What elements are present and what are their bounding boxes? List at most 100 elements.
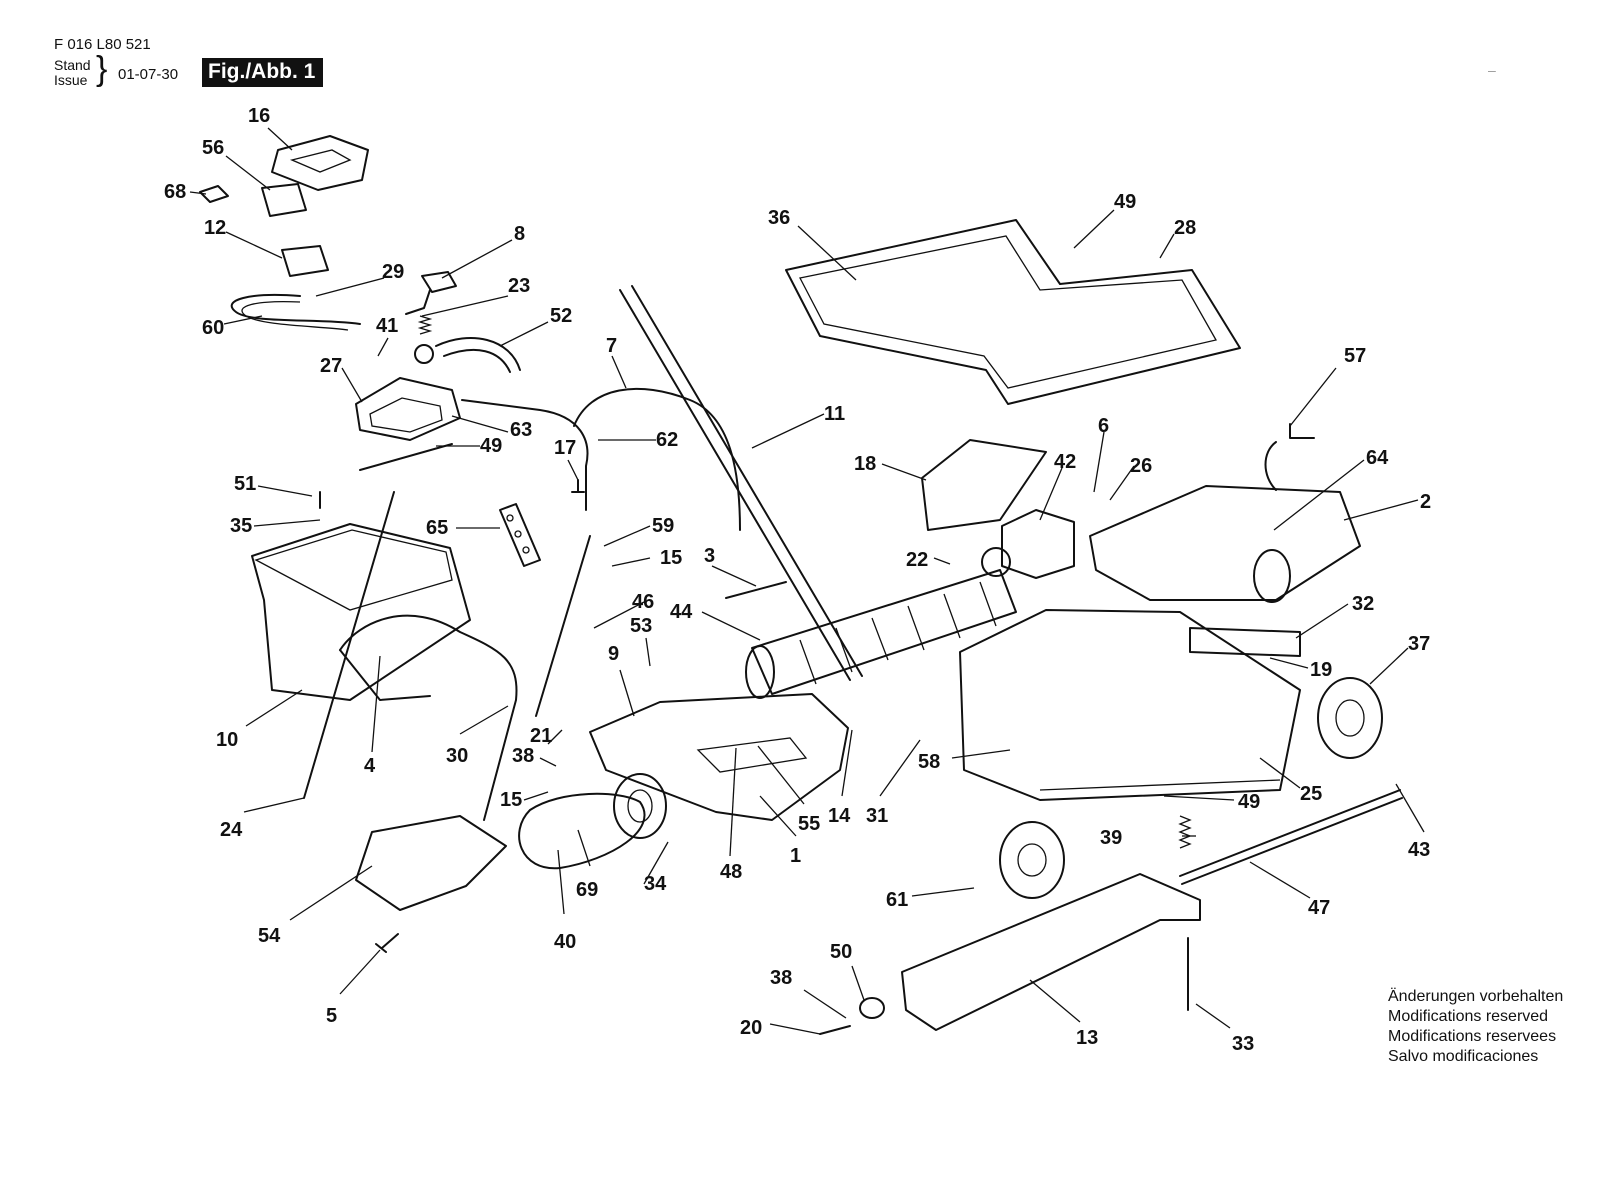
callout-60: 60 <box>202 317 224 339</box>
part-switch-holder <box>281 245 329 277</box>
part-motor <box>1001 509 1075 579</box>
callout-10: 10 <box>216 729 238 751</box>
part-plate <box>199 185 229 203</box>
callout-62: 62 <box>656 429 678 451</box>
callout-56: 56 <box>202 137 224 159</box>
callout-61: 61 <box>886 889 908 911</box>
part-outlines <box>199 135 1403 1035</box>
callout-53: 53 <box>630 615 652 637</box>
callout-20: 20 <box>740 1017 762 1039</box>
callout-37: 37 <box>1408 633 1430 655</box>
callout-1: 1 <box>790 845 801 867</box>
callout-29: 29 <box>382 261 404 283</box>
callout-16: 16 <box>248 105 270 127</box>
part-top-hood <box>785 219 1241 405</box>
part-upper-handle <box>461 399 589 511</box>
part-number: F 016 L80 521 <box>54 36 151 53</box>
part-spring-39 <box>1178 815 1192 849</box>
part-switch-cover <box>271 135 369 191</box>
callout-17: 17 <box>554 437 576 459</box>
part-lever <box>405 271 457 315</box>
callout-14: 14 <box>828 805 851 827</box>
callout-15-b: 15 <box>500 789 522 811</box>
note-en: Modifications reserved <box>1388 1008 1549 1025</box>
part-bracket <box>1264 441 1277 491</box>
callout-38-a: 38 <box>512 745 534 767</box>
part-pulley <box>613 773 667 839</box>
callout-25: 25 <box>1300 783 1322 805</box>
callout-26: 26 <box>1130 455 1152 477</box>
part-belt <box>518 792 646 870</box>
figure-label: Fig./Abb. 1 <box>202 58 324 87</box>
part-bail-lever <box>435 337 521 373</box>
callout-47: 47 <box>1308 897 1330 919</box>
callout-55: 55 <box>798 813 820 835</box>
callout-28: 28 <box>1174 217 1196 239</box>
part-screw-20 <box>819 1025 851 1035</box>
callout-7: 7 <box>606 335 617 357</box>
part-handle-housing <box>355 377 461 441</box>
callout-2: 2 <box>1420 491 1431 513</box>
callout-64: 64 <box>1366 447 1389 469</box>
callout-49-b: 49 <box>1114 191 1136 213</box>
part-grass-box <box>251 523 471 701</box>
callout-33: 33 <box>1232 1033 1254 1055</box>
callout-30: 30 <box>446 745 468 767</box>
callout-49-a: 49 <box>480 435 502 457</box>
callout-9: 9 <box>608 643 619 665</box>
callout-57: 57 <box>1344 345 1366 367</box>
issue-date: 01-07-30 <box>118 66 179 83</box>
callout-68: 68 <box>164 181 186 203</box>
callout-41: 41 <box>376 315 398 337</box>
part-control-cable <box>573 387 741 531</box>
callout-18: 18 <box>854 453 876 475</box>
callout-5: 5 <box>326 1005 337 1027</box>
callout-59-a: 59 <box>652 515 674 537</box>
corner-dash: – <box>1488 62 1496 78</box>
callout-32: 32 <box>1352 593 1374 615</box>
callout-13: 13 <box>1076 1027 1098 1049</box>
part-cable <box>230 293 361 325</box>
part-rear-flap <box>1189 627 1301 657</box>
callout-31: 31 <box>866 805 888 827</box>
part-switch <box>261 183 307 217</box>
callout-27: 27 <box>320 355 342 377</box>
callout-39: 39 <box>1100 827 1122 849</box>
callout-46: 46 <box>632 591 654 613</box>
note-es: Salvo modificaciones <box>1388 1048 1539 1065</box>
stand-label: Stand <box>54 57 91 73</box>
callout-8: 8 <box>514 223 525 245</box>
callout-40: 40 <box>554 931 576 953</box>
part-screw-17 <box>571 479 585 493</box>
callout-12: 12 <box>204 217 226 239</box>
part-spring <box>417 315 433 335</box>
brace-glyph: } <box>96 50 108 88</box>
callout-22: 22 <box>906 549 928 571</box>
leader-lines <box>189 127 1425 1035</box>
callout-52: 52 <box>550 305 572 327</box>
callout-labels: 16 56 68 12 29 60 8 23 52 41 27 63 49 7 … <box>164 105 1431 1055</box>
part-strip <box>499 503 541 567</box>
note-de: Änderungen vorbehalten <box>1388 988 1564 1005</box>
modification-notes: Änderungen vorbehalten Modifications res… <box>1388 987 1563 1067</box>
part-mower-deck <box>959 609 1301 801</box>
callout-65: 65 <box>426 517 448 539</box>
callout-54: 54 <box>258 925 281 947</box>
note-fr: Modifications reservees <box>1388 1028 1557 1045</box>
part-lower-handle-right <box>535 535 591 717</box>
callout-3: 3 <box>704 545 715 567</box>
part-lower-handle-left <box>303 491 395 799</box>
callout-51: 51 <box>234 473 256 495</box>
callout-69: 69 <box>576 879 598 901</box>
callout-58: 58 <box>918 751 940 773</box>
callout-24: 24 <box>220 819 243 841</box>
callout-42: 42 <box>1054 451 1076 473</box>
callout-23: 23 <box>508 275 530 297</box>
callout-48: 48 <box>720 861 742 883</box>
part-shaft <box>725 581 787 599</box>
part-bolt-5 <box>375 933 399 953</box>
callout-63: 63 <box>510 419 532 441</box>
callout-6: 6 <box>1098 415 1109 437</box>
part-motor-cover <box>921 439 1047 531</box>
